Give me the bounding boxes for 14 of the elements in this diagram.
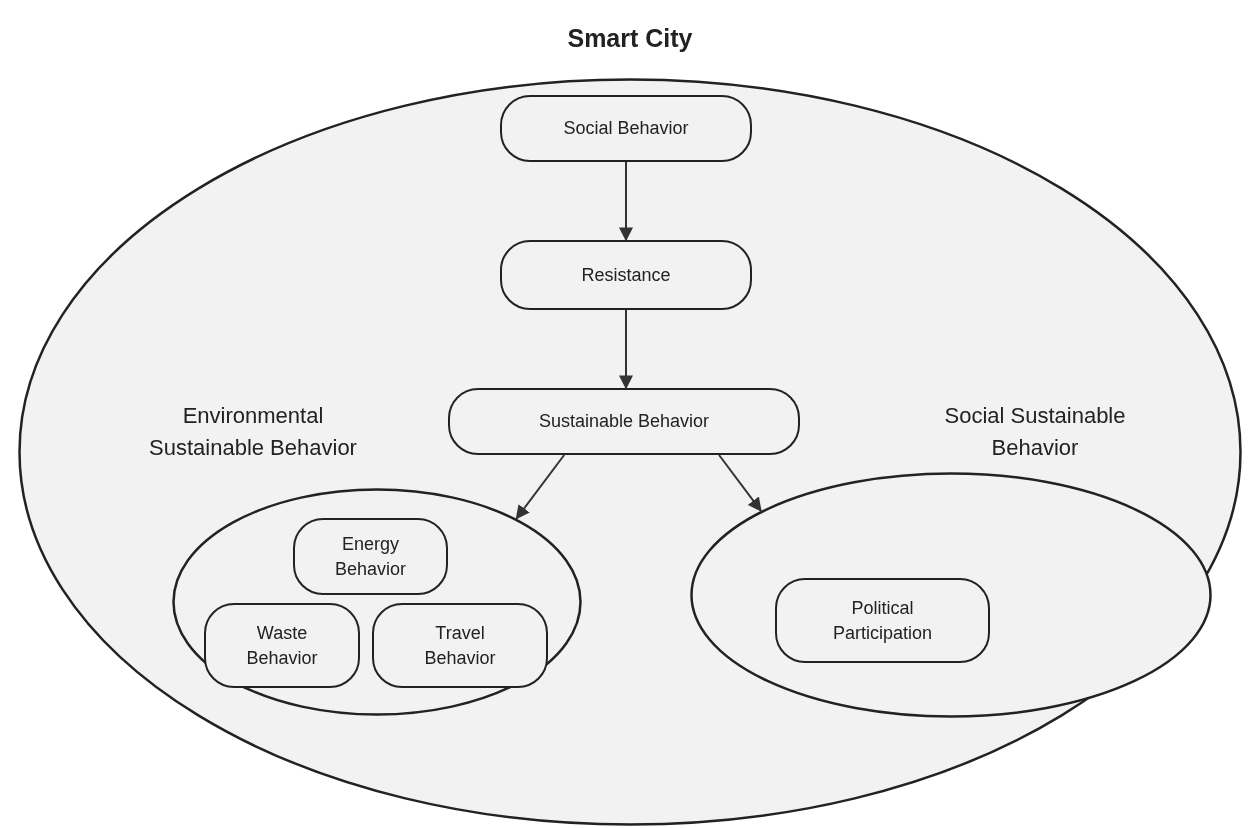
- group-heading: Smart City: [566, 23, 694, 54]
- arrow: [718, 454, 762, 512]
- rounded-box: Waste Behavior: [204, 603, 360, 688]
- rounded-box: Travel Behavior: [372, 603, 548, 688]
- group-heading: Social Sustainable Behavior: [943, 402, 1127, 462]
- arrow: [515, 454, 566, 520]
- rounded-box: Resistance: [500, 240, 752, 310]
- rounded-box: Political Participation: [775, 578, 990, 663]
- group-heading: Environmental Sustainable Behavior: [148, 402, 358, 462]
- rounded-box: Social Behavior: [500, 95, 752, 162]
- arrow: [619, 309, 633, 390]
- rounded-box: Sustainable Behavior: [448, 388, 800, 455]
- arrow: [619, 161, 633, 242]
- rounded-box: Energy Behavior: [293, 518, 448, 595]
